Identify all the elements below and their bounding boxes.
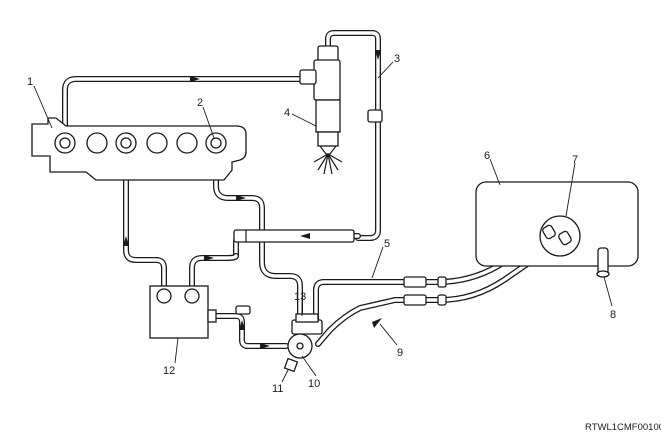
callout-9: 9: [397, 347, 403, 359]
injector: [299, 45, 343, 175]
callout-8: 8: [610, 309, 616, 321]
callout-11: 11: [272, 383, 283, 395]
callout-10: 10: [308, 378, 320, 390]
callout-2: 2: [197, 97, 203, 109]
fuel-filter: [149, 285, 217, 339]
callout-1: 1: [27, 76, 33, 88]
cylinder-head: [31, 117, 247, 181]
callout-labels: 1 2 3 4 5 6 7 8 9 10 11 12 13: [27, 53, 616, 395]
callout-12: 12: [163, 365, 175, 377]
figure-code: RTWL1CMF001001: [585, 422, 661, 433]
callout-4: 4: [284, 107, 290, 119]
hose-connectors: [235, 109, 447, 315]
junction-assembly: [283, 313, 323, 373]
drain-plug: [596, 247, 610, 278]
tee-block: [233, 229, 355, 243]
flow-arrows: [123, 50, 382, 349]
callout-5: 5: [384, 238, 390, 250]
fuel-tank: [475, 181, 639, 267]
leader-lines: [33, 61, 613, 383]
callout-3: 3: [394, 53, 400, 65]
callout-7: 7: [572, 154, 578, 166]
callout-6: 6: [484, 150, 490, 162]
callout-13: 13: [294, 291, 306, 303]
